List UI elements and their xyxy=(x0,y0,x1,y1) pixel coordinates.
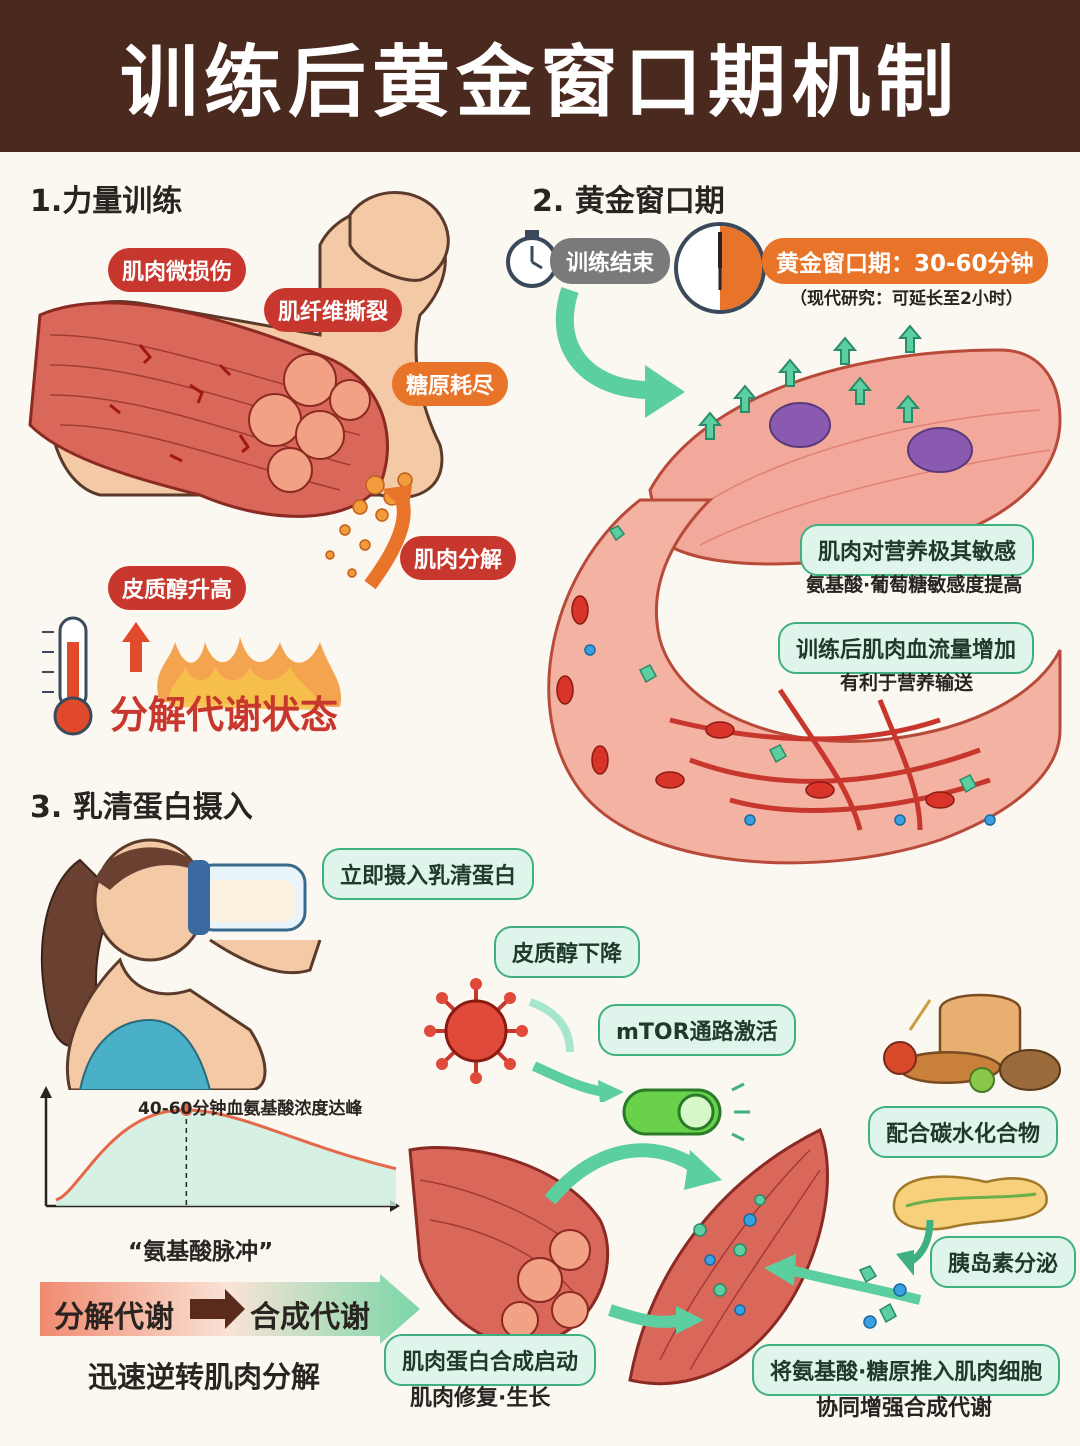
bloodflow-note: 有利于营养输送 xyxy=(840,672,974,694)
catabolic-anabolic-arrow xyxy=(40,1274,420,1344)
mtor-toggle-icon xyxy=(622,1082,750,1142)
cortisol-down-label: 皮质醇下降 xyxy=(494,926,641,978)
label-fiber-tear: 肌纤维撕裂 xyxy=(264,288,403,332)
amino-curve-fill xyxy=(56,1110,396,1206)
muscle-sensitive-note: 氨基酸·葡萄糖敏感度提高 xyxy=(806,574,1023,596)
catabolic-label: 分解代谢 xyxy=(54,1300,174,1335)
woman-drinking-illustration xyxy=(40,838,322,1090)
amino-peak-dot xyxy=(180,1104,193,1116)
synthesis-label: 肌肉蛋白合成启动 xyxy=(384,1334,597,1386)
training-end-label: 训练结束 xyxy=(550,238,671,284)
carbs-label: 配合碳水化合物 xyxy=(868,1106,1059,1158)
pancreas-arrow xyxy=(896,1219,934,1276)
bloodflow-label: 训练后肌肉血流量增加 xyxy=(778,622,1035,674)
pancreas-icon xyxy=(892,1175,1048,1231)
push-nutrients-note: 协同增强合成代谢 xyxy=(816,1396,993,1421)
cortisol-molecule-icon xyxy=(424,978,528,1084)
golden-window-note: （现代研究：可延长至2小时） xyxy=(790,289,1023,309)
synthesis-note: 肌肉修复·生长 xyxy=(410,1386,551,1411)
label-micro-damage: 肌肉微损伤 xyxy=(108,248,247,292)
arm-muscle-illustration xyxy=(28,191,450,590)
carbohydrate-food-icon xyxy=(883,993,1061,1093)
chart-caption: “氨基酸脉冲” xyxy=(128,1239,274,1265)
page-title: 训练后黄金窗口期机制 xyxy=(119,38,960,128)
blood-vessel-illustration xyxy=(547,498,1062,865)
muscle-cell-receptors xyxy=(648,324,1062,566)
reverse-breakdown-note: 迅速逆转肌肉分解 xyxy=(88,1360,321,1394)
muscle-sensitive-label: 肌肉对营养极其敏感 xyxy=(800,524,1035,576)
amino-curve-line xyxy=(55,1108,397,1202)
push-nutrients-label: 将氨基酸·糖原推入肌肉细胞 xyxy=(752,1344,1061,1396)
insulin-label: 胰岛素分泌 xyxy=(930,1236,1077,1288)
mtor-label: mTOR通路激活 xyxy=(598,1004,796,1056)
golden-window-label: 黄金窗口期：30-60分钟 xyxy=(762,238,1048,284)
header-banner: 训练后黄金窗口期机制 xyxy=(0,0,1080,152)
clock-icon xyxy=(674,222,766,314)
catabolic-state-label: 分解代谢状态 xyxy=(110,693,339,737)
label-muscle-breakdown: 肌肉分解 xyxy=(400,536,517,580)
nutrient-push-arrows xyxy=(764,1254,922,1329)
section2-title: 2. 黄金窗口期 xyxy=(532,184,725,219)
whey-intake-label: 立即摄入乳清蛋白 xyxy=(322,848,535,900)
section3-title: 3. 乳清蛋白摄入 xyxy=(30,790,253,825)
label-cortisol-up: 皮质醇升高 xyxy=(108,566,247,610)
thermometer-fire-icon xyxy=(42,616,341,736)
label-glycogen-depleted: 糖原耗尽 xyxy=(392,362,509,406)
chart-peak-label: 40-60分钟血氨基酸浓度达峰 xyxy=(138,1099,363,1119)
anabolic-label: 合成代谢 xyxy=(250,1300,370,1335)
cortisol-to-mtor-arrows xyxy=(528,998,624,1102)
muscle-synthesis-illustration xyxy=(408,1127,829,1386)
section1-title: 1.力量训练 xyxy=(30,184,183,219)
amino-acid-chart xyxy=(40,1086,400,1212)
curved-arrow-icon xyxy=(555,287,685,418)
